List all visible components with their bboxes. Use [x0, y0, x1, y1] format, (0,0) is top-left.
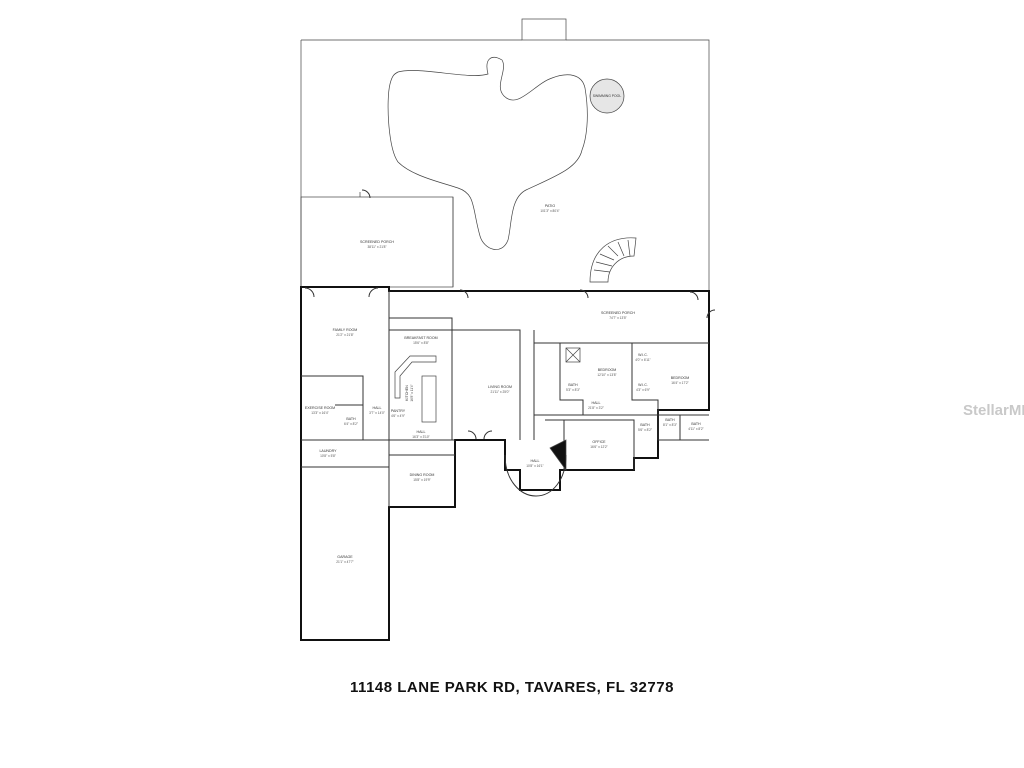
- kitchen-dim: 16'8" x 11'4": [410, 384, 414, 401]
- exercise-room-name: EXERCISE ROOM: [305, 406, 335, 410]
- foyer-curve: [504, 454, 567, 497]
- patio-dim: 101'3" x 80'4": [540, 209, 559, 213]
- kitchen-island: [421, 375, 437, 423]
- swimming-pool-label: SWIMMING POOL: [593, 94, 622, 98]
- screened-porch-right-dim: 74'7" x 13'5": [609, 316, 626, 320]
- wic-2-dim: 4'3" x 6'9": [636, 388, 650, 392]
- exercise-room-dim: 13'3" x 16'4": [311, 411, 328, 415]
- bath-right-1-dim: 8'1" x 8'3": [663, 423, 677, 427]
- bath-office-dim: 5'6" x 8'2": [638, 428, 652, 432]
- bath-left-dim: 6'4" x 8'2": [344, 422, 358, 426]
- living-room-name: LIVING ROOM: [488, 385, 512, 389]
- hall-right-dim: 21'8" x 3'2": [588, 406, 604, 410]
- bath-right-1-name: BATH: [665, 418, 675, 422]
- breakfast-room-name: BREAKFAST ROOM: [404, 336, 437, 340]
- screened-porch-right-name: SCREENED PORCH: [601, 311, 635, 315]
- wic-1-dim: 4'0" x 6'11": [635, 358, 650, 362]
- foyer-stair: [549, 439, 567, 472]
- garage-name: GARAGE: [337, 555, 353, 559]
- kitchen-name: KITCHEN: [405, 385, 409, 401]
- bath-right-2-dim: 4'11" x 8'2": [688, 427, 703, 431]
- house-exterior-wall: [300, 286, 710, 641]
- office-name: OFFICE: [592, 440, 606, 444]
- bedroom-2-dim: 16'4" x 17'2": [671, 381, 688, 385]
- laundry-name: LAUNDRY: [319, 449, 337, 453]
- hall-foyer-dim: 10'8" x 16'1": [526, 464, 543, 468]
- screened-porch-left-dim: 38'11" x 21'8": [367, 245, 386, 249]
- hall-foyer-name: HALL: [531, 459, 540, 463]
- hall-left-dim: 3'7" x 14'0": [369, 411, 385, 415]
- dining-room-name: DINING ROOM: [410, 473, 435, 477]
- pantry-name: PANTRY: [391, 409, 406, 413]
- bath-right-2-name: BATH: [691, 422, 701, 426]
- pantry-dim: 4'6" x 4'9": [391, 414, 405, 418]
- kitchen-counter: [394, 355, 437, 399]
- hall-left-name: HALL: [373, 406, 382, 410]
- wic-2-name: W.I.C.: [638, 383, 648, 387]
- property-address: 11148 LANE PARK RD, TAVARES, FL 32778: [350, 679, 674, 696]
- bedroom-1-dim: 12'10" x 13'8": [597, 373, 616, 377]
- laundry-dim: 10'8" x 5'8": [320, 454, 336, 458]
- hall-center-name: HALL: [417, 430, 426, 434]
- bath-left-name: BATH: [346, 417, 356, 421]
- family-room-dim: 21'2" x 21'8": [336, 333, 353, 337]
- stellar-mls-watermark: StellarMLS: [963, 402, 1024, 419]
- bath-small-name: BATH: [568, 383, 578, 387]
- screened-porch-left-name: SCREENED PORCH: [360, 240, 394, 244]
- hall-right-name: HALL: [592, 401, 601, 405]
- wic-1-name: W.I.C.: [638, 353, 648, 357]
- patio-name: PATIO: [545, 204, 555, 208]
- breakfast-room-dim: 15'6" x 8'8": [413, 341, 429, 345]
- bath-office-name: BATH: [640, 423, 650, 427]
- dining-room-dim: 15'8" x 19'9": [413, 478, 430, 482]
- hall-center-dim: 16'3" x 3'10": [412, 435, 429, 439]
- bedroom-2-name: BEDROOM: [671, 376, 690, 380]
- swimming-pool-shape: [589, 78, 625, 114]
- family-room-name: FAMILY ROOM: [333, 328, 358, 332]
- garage-dim: 21'1" x 47'7": [336, 560, 353, 564]
- bath-small-dim: 5'3" x 8'3": [566, 388, 580, 392]
- office-dim: 16'6" x 12'2": [590, 445, 607, 449]
- patio-freeform-shape: [387, 57, 588, 250]
- bedroom-1-name: BEDROOM: [598, 368, 617, 372]
- yard-entry: [521, 18, 567, 41]
- yard-outline: [300, 39, 710, 290]
- living-room-dim: 21'11" x 25'0": [490, 390, 509, 394]
